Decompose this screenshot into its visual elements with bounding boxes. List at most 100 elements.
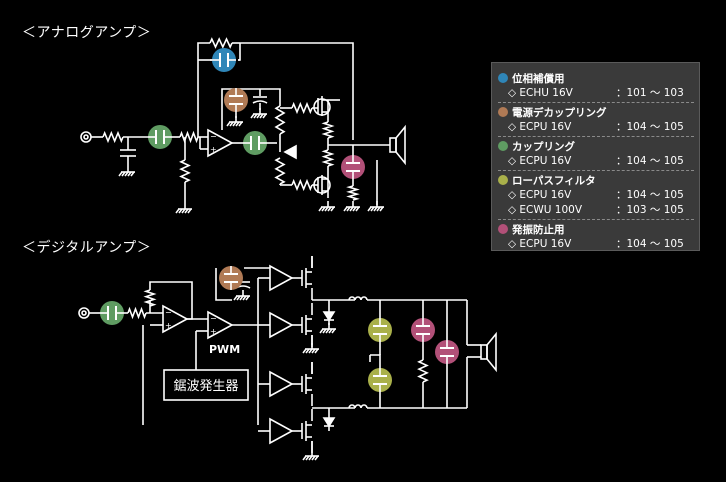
legend-item: 発振防止用◇ ECPU 16V ：104 ～ 105 <box>498 222 694 251</box>
legend-item-header: 電源デカップリング <box>498 105 694 119</box>
gate-driver-buffer <box>269 311 294 339</box>
ground-symbol <box>318 201 335 212</box>
coupling-capacitor <box>100 301 124 325</box>
resistor <box>143 289 157 307</box>
legend-row: ◇ ECPU 16V ：104 ～ 105 <box>498 153 694 168</box>
legend-item-header: ローパスフィルタ <box>498 173 694 187</box>
wire <box>221 88 281 130</box>
oscillation-prevention-capacitor <box>341 155 365 179</box>
diode <box>322 417 336 428</box>
legend-color-dot <box>498 224 508 234</box>
legend-separator <box>498 219 694 220</box>
diode <box>322 311 336 322</box>
pwm-label: PWM <box>209 343 240 356</box>
bias-diode <box>283 144 297 160</box>
ground-symbol <box>118 166 135 177</box>
legend-row: ◇ ECWU 100V：103 ～ 105 <box>498 202 694 217</box>
gate-driver-buffer <box>269 264 294 292</box>
input-jack <box>78 307 90 319</box>
legend-item: 位相補償用◇ ECHU 16V：101 ～ 103 <box>498 71 694 100</box>
legend-item-header: カップリング <box>498 139 694 153</box>
resistor <box>209 37 233 49</box>
ground-symbol <box>367 201 384 212</box>
svg-text:+: + <box>165 321 172 330</box>
ground-symbol <box>302 343 319 354</box>
resistor <box>274 157 286 185</box>
svg-text:+: + <box>210 145 217 154</box>
decoupling-capacitor <box>224 88 248 112</box>
legend-item-header: 位相補償用 <box>498 71 694 85</box>
svg-text:−: − <box>165 308 172 317</box>
analog-opamp: −+ <box>207 128 234 158</box>
mosfet <box>301 315 312 335</box>
section-title-analog: ＜アナログアンプ＞ <box>22 25 152 41</box>
speaker <box>389 124 406 166</box>
inductor <box>348 404 368 409</box>
resistor <box>346 185 360 201</box>
legend-part-number: ◇ ECWU 100V <box>508 203 583 216</box>
gate-driver-buffer <box>269 417 294 445</box>
legend-item-title: 発振防止用 <box>512 223 565 236</box>
resistor <box>321 149 335 167</box>
wire <box>238 43 241 61</box>
section-title-digital: ＜デジタルアンプ＞ <box>22 240 152 256</box>
oscillation-prevention-capacitor <box>411 318 435 342</box>
resistor <box>102 130 124 144</box>
legend-part-number: ◇ ECPU 16V <box>508 188 572 201</box>
gate-driver-buffer <box>269 370 294 398</box>
resistor <box>417 359 429 383</box>
input-jack <box>80 131 92 143</box>
wire <box>240 42 354 140</box>
ground-symbol <box>226 116 243 127</box>
sawtooth-generator-label: 鋸波発生器 <box>173 379 238 394</box>
legend-color-dot <box>498 141 508 151</box>
legend-part-number: ◇ ECPU 16V <box>508 154 572 167</box>
legend-row: ◇ ECHU 16V：101 ～ 103 <box>498 85 694 100</box>
legend-value-range: ：104 ～ 105 <box>616 155 684 167</box>
legend-separator <box>498 170 694 171</box>
legend-item: カップリング◇ ECPU 16V ：104 ～ 105 <box>498 139 694 168</box>
decoupling-capacitor <box>219 266 243 290</box>
legend-item-title: 電源デカップリング <box>512 106 607 119</box>
svg-text:+: + <box>210 327 217 336</box>
legend-row: ◇ ECPU 16V：104 ～ 105 <box>498 187 694 202</box>
legend-item: 電源デカップリング◇ ECPU 16V：104 ～ 105 <box>498 105 694 134</box>
ground-symbol <box>343 201 360 212</box>
resistor <box>179 159 191 183</box>
resistor <box>291 178 313 192</box>
svg-text:−: − <box>210 132 217 141</box>
legend-part-number: ◇ ECHU 16V <box>508 86 573 99</box>
coupling-capacitor <box>243 131 267 155</box>
input-opamp: −+ <box>162 304 189 334</box>
speaker <box>480 331 497 373</box>
lowpass-filter-capacitor <box>368 318 392 342</box>
ground-symbol <box>302 450 319 461</box>
legend-part-number: ◇ ECPU 16V <box>508 120 572 133</box>
legend-part-number: ◇ ECPU 16V <box>508 237 572 250</box>
mosfet <box>301 421 312 441</box>
legend-row: ◇ ECPU 16V ：104 ～ 105 <box>498 236 694 251</box>
inductor <box>348 296 368 301</box>
legend-item: ローパスフィルタ◇ ECPU 16V：104 ～ 105◇ ECWU 100V：… <box>498 173 694 217</box>
legend-item-header: 発振防止用 <box>498 222 694 236</box>
ground-symbol <box>233 290 250 301</box>
svg-text:−: − <box>210 314 217 323</box>
mosfet <box>301 374 312 394</box>
lowpass-filter-capacitor <box>368 368 392 392</box>
wire <box>197 42 210 137</box>
resistor <box>321 121 335 139</box>
output-transistor <box>313 176 331 194</box>
legend-separator <box>498 136 694 137</box>
legend-value-range: ：104 ～ 105 <box>616 238 684 250</box>
resistor <box>127 306 147 320</box>
ground-symbol <box>250 108 267 119</box>
legend-color-dot <box>498 175 508 185</box>
wire <box>370 354 381 368</box>
resistor <box>179 130 199 144</box>
ground-symbol <box>319 323 336 334</box>
resistor <box>274 105 286 135</box>
phase-compensation-capacitor <box>212 48 236 72</box>
resistor <box>291 101 313 115</box>
